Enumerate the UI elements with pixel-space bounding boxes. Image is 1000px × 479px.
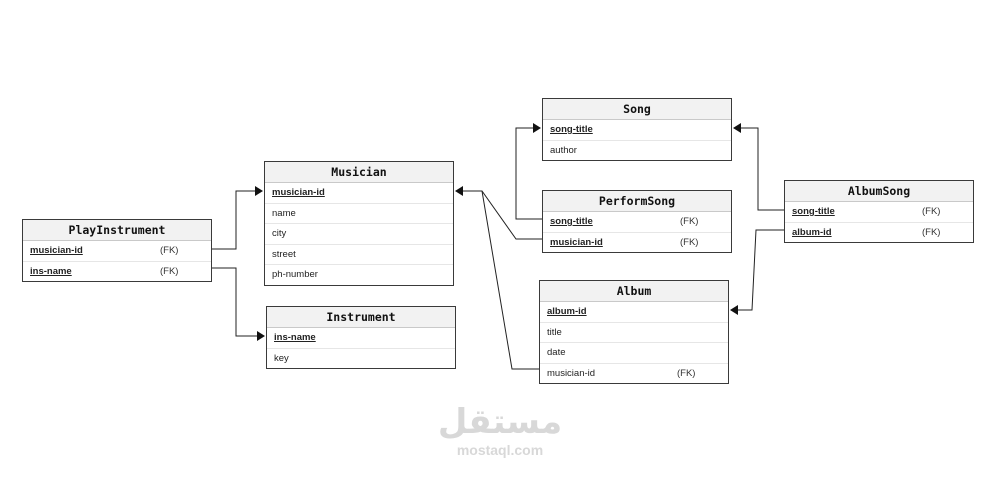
entity-title: Instrument (267, 307, 455, 328)
link-performsong-song (515, 127, 542, 220)
key-attribute: musician-id (550, 236, 603, 248)
arrowhead-song-from-performsong (533, 123, 541, 133)
entity-attribute-row: musician-id (FK) (23, 241, 211, 262)
entity-title: Album (540, 281, 728, 302)
entity-attribute-row: musician-id (FK) (540, 364, 728, 384)
entity-attribute-row: title (540, 323, 728, 344)
attribute: name (272, 207, 296, 219)
entity-attribute-row: ph-number (265, 265, 453, 285)
entity-performsong[interactable]: PerformSong song-title (FK) musician-id (FK) (542, 190, 732, 254)
foreign-key-marker: (FK) (677, 367, 696, 379)
attribute: key (274, 352, 289, 364)
key-attribute: ins-name (274, 332, 316, 343)
entity-attribute-row: city (265, 224, 453, 245)
key-attribute: song-title (550, 124, 593, 135)
entity-title: PlayInstrument (23, 220, 211, 241)
foreign-key-marker: (FK) (680, 236, 699, 248)
arrowhead-musician-from-performsong (455, 186, 463, 196)
link-albumsong-song (734, 127, 784, 211)
arrowhead-musician-from-playinstrument (255, 186, 263, 196)
entity-attribute-row: song-title (543, 120, 731, 141)
key-attribute: musician-id (272, 187, 325, 198)
entity-attribute-row: album-id (FK) (785, 223, 973, 243)
attribute: city (272, 228, 287, 240)
entity-attribute-row: street (265, 245, 453, 266)
arrowhead-song-from-albumsong (733, 123, 741, 133)
entity-playinstrument[interactable]: PlayInstrument musician-id (FK) ins-name (FK… (22, 219, 212, 283)
entity-albumsong[interactable]: AlbumSong song-title (FK) album-id (FK) (784, 180, 974, 244)
key-attribute: album-id (792, 226, 832, 238)
key-attribute: musician-id (30, 245, 83, 256)
watermark-url: mostaql.com (456, 442, 544, 458)
entity-attribute-row: album-id (540, 302, 728, 323)
link-playinstrument-instrument (212, 267, 264, 337)
key-attribute: album-id (547, 306, 587, 317)
watermark: مستقل mostaql.com (420, 402, 580, 458)
entity-title: Musician (265, 162, 453, 183)
entity-attribute-row: key (267, 349, 455, 369)
entity-attribute-row: song-title (FK) (785, 202, 973, 223)
entity-attribute-row: musician-id (FK) (543, 233, 731, 253)
entity-attribute-row: ins-name (267, 328, 455, 349)
attribute: ph-number (272, 269, 318, 281)
entity-attribute-row: song-title (FK) (543, 212, 731, 233)
attribute: author (550, 144, 577, 156)
link-performsong-musician (456, 190, 542, 240)
key-attribute: song-title (792, 206, 835, 217)
entity-title: AlbumSong (785, 181, 973, 202)
attribute: title (547, 326, 562, 338)
link-albumsong-album (731, 229, 784, 311)
foreign-key-marker: (FK) (922, 226, 941, 238)
link-playinstrument-musician (212, 190, 262, 250)
key-attribute: ins-name (30, 265, 72, 277)
entity-album[interactable]: Album album-id title date musician-id (FK) (539, 280, 729, 385)
entity-musician[interactable]: Musician musician-id name city street ph-numb… (264, 161, 454, 286)
entity-attribute-row: date (540, 343, 728, 364)
foreign-key-marker: (FK) (922, 206, 941, 217)
arrowhead-album-from-albumsong (730, 305, 738, 315)
entity-attribute-row: musician-id (265, 183, 453, 204)
attribute: date (547, 347, 566, 359)
key-attribute: song-title (550, 216, 593, 227)
link-album-musician (481, 190, 539, 370)
foreign-key-marker: (FK) (680, 216, 699, 227)
arrowhead-instrument-from-playinstrument (257, 331, 265, 341)
entity-song[interactable]: Song song-title author (542, 98, 732, 162)
entity-title: PerformSong (543, 191, 731, 212)
watermark-logo: مستقل (437, 402, 563, 442)
entity-attribute-row: name (265, 204, 453, 225)
entity-attribute-row: ins-name (FK) (23, 262, 211, 282)
attribute: street (272, 248, 296, 260)
entity-instrument[interactable]: Instrument ins-name key (266, 306, 456, 370)
attribute: musician-id (547, 367, 596, 379)
entity-title: Song (543, 99, 731, 120)
entity-attribute-row: author (543, 141, 731, 161)
foreign-key-marker: (FK) (160, 265, 179, 277)
foreign-key-marker: (FK) (160, 245, 179, 256)
